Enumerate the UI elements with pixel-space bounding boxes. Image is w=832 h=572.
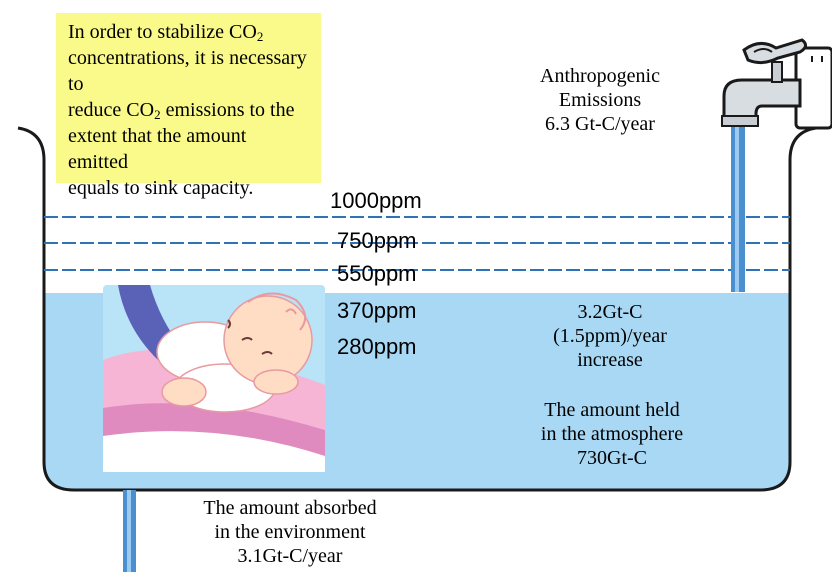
held-line-1: The amount held [544,399,680,421]
note-line-5: equals to sink capacity. [68,177,254,199]
atmosphere-held-label: The amount held in the atmosphere 730Gt-… [482,398,742,470]
note-line-3-subscript: 2 [154,107,161,122]
increase-line-2: (1.5ppm)/year [553,325,667,347]
stabilize-note: In order to stabilize CO2 concentrations… [56,13,321,199]
note-line-4: extent that the amount emitted [68,125,247,173]
held-line-2: in the atmosphere [540,423,684,445]
absorbed-line-1: The amount absorbed [203,497,377,519]
emissions-line-2: Emissions [558,89,642,111]
increase-line-3: increase [577,349,643,371]
bathtub-outline [17,126,817,492]
absorbed-line-2: in the environment [214,521,366,543]
absorbed-line-3: 3.1Gt-C/year [237,545,343,567]
level-label-750ppm: 750ppm [337,228,417,253]
absorbed-label: The amount absorbed in the environment 3… [150,496,430,568]
emissions-line-1: Anthropogenic [540,65,660,87]
note-line-1-subscript: 2 [256,29,264,44]
faucet-icon [721,38,832,130]
emissions-label: Anthropogenic Emissions 6.3 Gt-C/year [500,64,700,136]
level-label-370ppm: 370ppm [337,298,417,323]
emissions-line-3: 6.3 Gt-C/year [545,113,655,135]
level-label-280ppm: 280ppm [337,334,417,359]
level-label-550ppm: 550ppm [337,261,417,286]
baby-illustration [103,285,325,472]
increase-label: 3.2Gt-C (1.5ppm)/year increase [510,300,710,372]
note-line-3-post: emissions to the [160,99,295,121]
level-label-1000ppm: 1000ppm [330,188,422,213]
held-line-3: 730Gt-C [577,447,647,469]
note-line-2: concentrations, it is necessary to [68,47,307,95]
note-line-1: In order to stabilize CO [68,21,257,43]
note-line-3-pre: reduce CO [68,99,155,121]
increase-line-1: 3.2Gt-C [577,301,643,323]
